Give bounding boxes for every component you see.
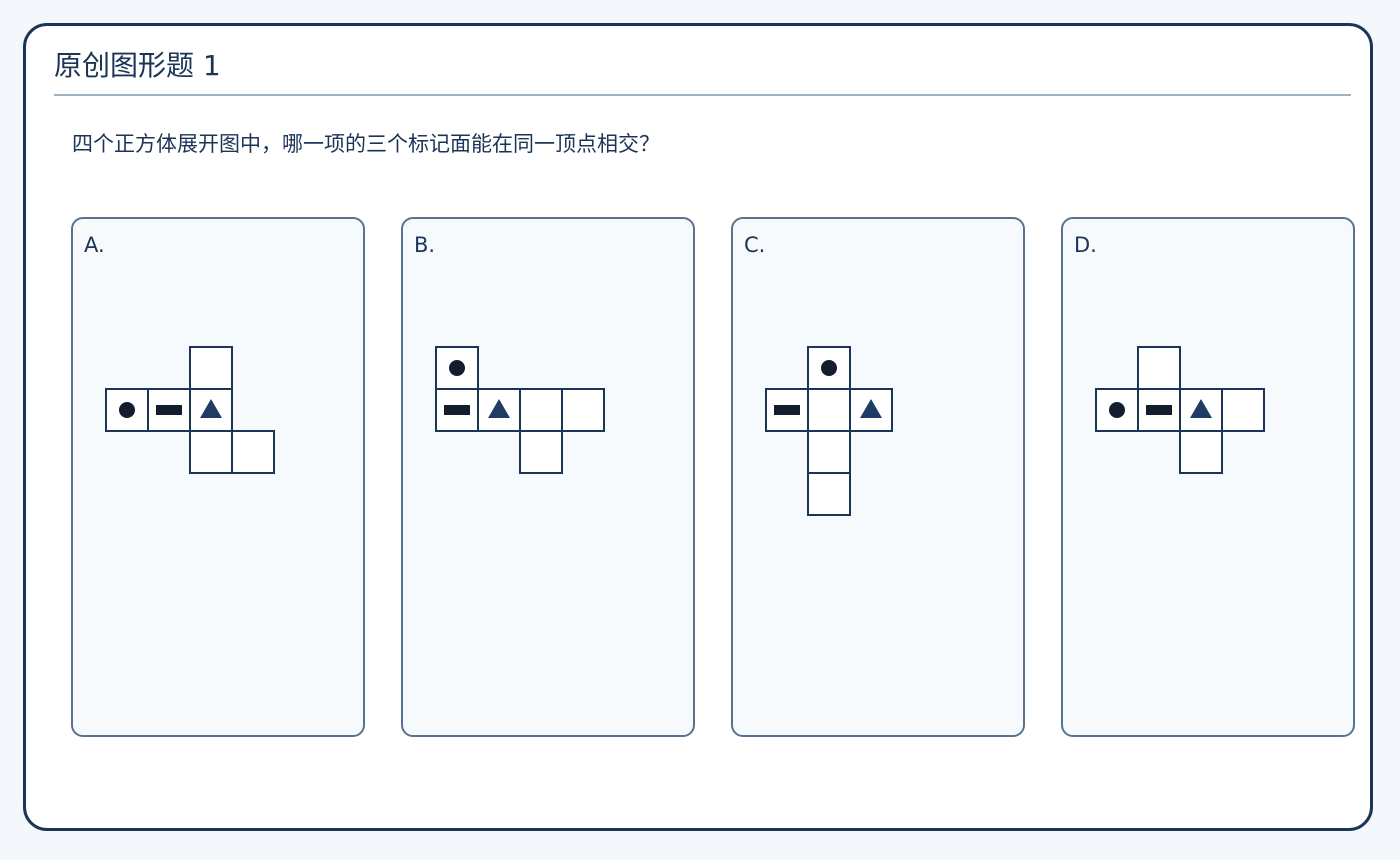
- triangle-mark: [488, 399, 510, 418]
- title-divider: [54, 94, 1351, 96]
- triangle-mark: [860, 399, 882, 418]
- net-face: [189, 346, 233, 390]
- triangle-mark: [200, 399, 222, 418]
- option-a[interactable]: A.: [71, 217, 365, 737]
- net-face: [1221, 388, 1265, 432]
- triangle-mark: [1190, 399, 1212, 418]
- option-c-cube-net: [765, 346, 893, 516]
- net-face: [807, 388, 851, 432]
- dot-mark: [449, 360, 465, 376]
- net-face: [189, 430, 233, 474]
- option-d-label: D.: [1074, 233, 1097, 257]
- net-face: [519, 388, 563, 432]
- dot-mark: [119, 402, 135, 418]
- net-face: [1137, 346, 1181, 390]
- question-text: 四个正方体展开图中，哪一项的三个标记面能在同一顶点相交？: [72, 132, 660, 156]
- net-face: [807, 472, 851, 516]
- option-d[interactable]: D.: [1061, 217, 1355, 737]
- page-title: 原创图形题 1: [54, 49, 221, 82]
- net-face: [147, 388, 191, 432]
- net-face: [561, 388, 605, 432]
- net-face: [807, 430, 851, 474]
- bar-mark: [1146, 405, 1172, 415]
- option-d-cube-net: [1095, 346, 1265, 474]
- net-face: [519, 430, 563, 474]
- net-face: [231, 430, 275, 474]
- question-card: 原创图形题 1 四个正方体展开图中，哪一项的三个标记面能在同一顶点相交？ A. …: [23, 23, 1373, 831]
- option-b-label: B.: [414, 233, 436, 257]
- bar-mark: [156, 405, 182, 415]
- bar-mark: [444, 405, 470, 415]
- option-b-cube-net: [435, 346, 605, 474]
- option-a-cube-net: [105, 346, 275, 474]
- net-face: [1179, 430, 1223, 474]
- option-a-label: A.: [84, 233, 105, 257]
- dot-mark: [821, 360, 837, 376]
- option-c-label: C.: [744, 233, 766, 257]
- option-b[interactable]: B.: [401, 217, 695, 737]
- bar-mark: [774, 405, 800, 415]
- option-c[interactable]: C.: [731, 217, 1025, 737]
- dot-mark: [1109, 402, 1125, 418]
